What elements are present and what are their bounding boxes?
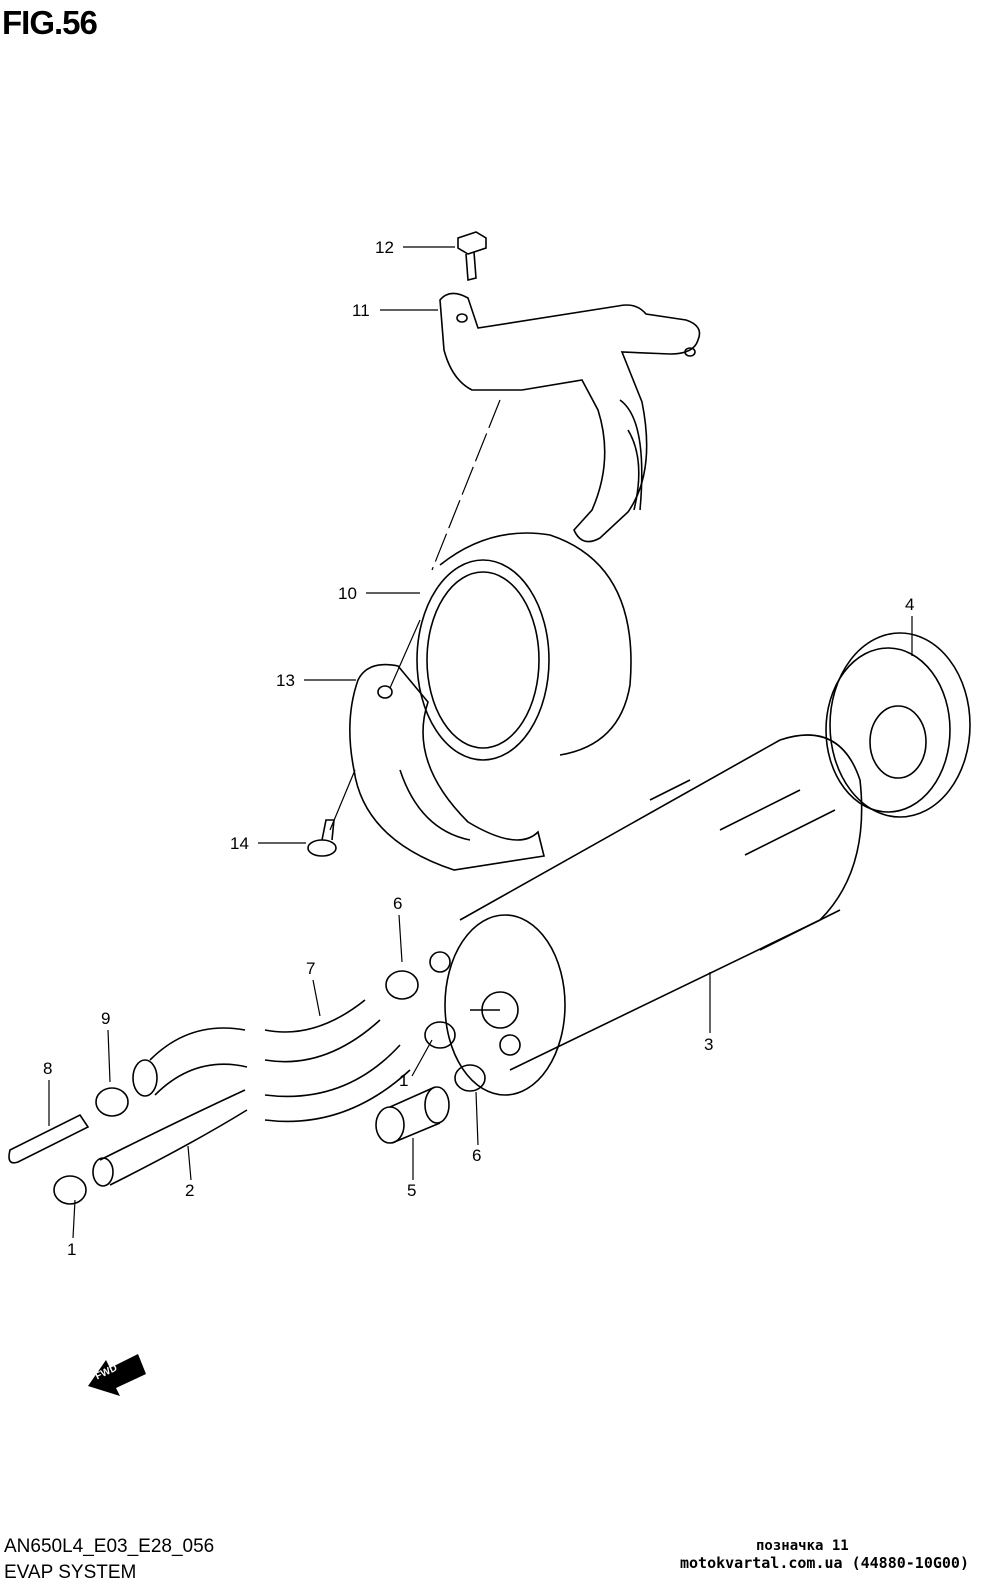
callout-2: 2 <box>185 1181 195 1200</box>
callout-3: 3 <box>704 1035 714 1054</box>
callout-13: 13 <box>276 671 295 690</box>
callout-6a: 6 <box>393 894 403 913</box>
canister-3-icon <box>429 734 863 1096</box>
callout-6b: 6 <box>472 1146 482 1165</box>
callout-12: 12 <box>375 238 394 257</box>
clamp-icons <box>53 970 486 1205</box>
bracket-11-icon <box>439 292 701 543</box>
callout-7: 7 <box>306 959 316 978</box>
cushion-ring-10-icon <box>416 532 632 761</box>
hose-5-icon <box>375 1086 450 1144</box>
figure-code: AN650L4_E03_E28_056 <box>4 1536 215 1557</box>
hose-2-icon <box>92 1044 411 1187</box>
canister-cap-4-icon <box>825 632 971 818</box>
callout-4: 4 <box>905 595 915 614</box>
callout-1a: 1 <box>67 1240 77 1259</box>
bracket-13-icon <box>349 663 545 871</box>
hose-7-icon <box>132 999 381 1097</box>
callout-11: 11 <box>352 301 370 320</box>
callout-14: 14 <box>230 834 249 853</box>
leader-lines <box>48 246 913 1239</box>
joint-8-icon <box>8 1113 90 1164</box>
watermark-line1: позначка 11 <box>756 1538 849 1554</box>
bolt-12-icon <box>457 231 487 282</box>
system-name: EVAP SYSTEM <box>4 1562 137 1583</box>
callout-5: 5 <box>407 1181 417 1200</box>
callout-1b: 1 <box>399 1071 409 1090</box>
callout-8: 8 <box>43 1059 53 1078</box>
watermark-line2: motokvartal.com.ua (44880-10G00) <box>680 1554 969 1572</box>
fwd-arrow-icon <box>88 1354 146 1396</box>
callout-10: 10 <box>338 584 357 603</box>
figure-title: FIG.56 <box>2 4 98 41</box>
callout-9: 9 <box>101 1009 111 1028</box>
screw-14-icon <box>307 819 337 857</box>
